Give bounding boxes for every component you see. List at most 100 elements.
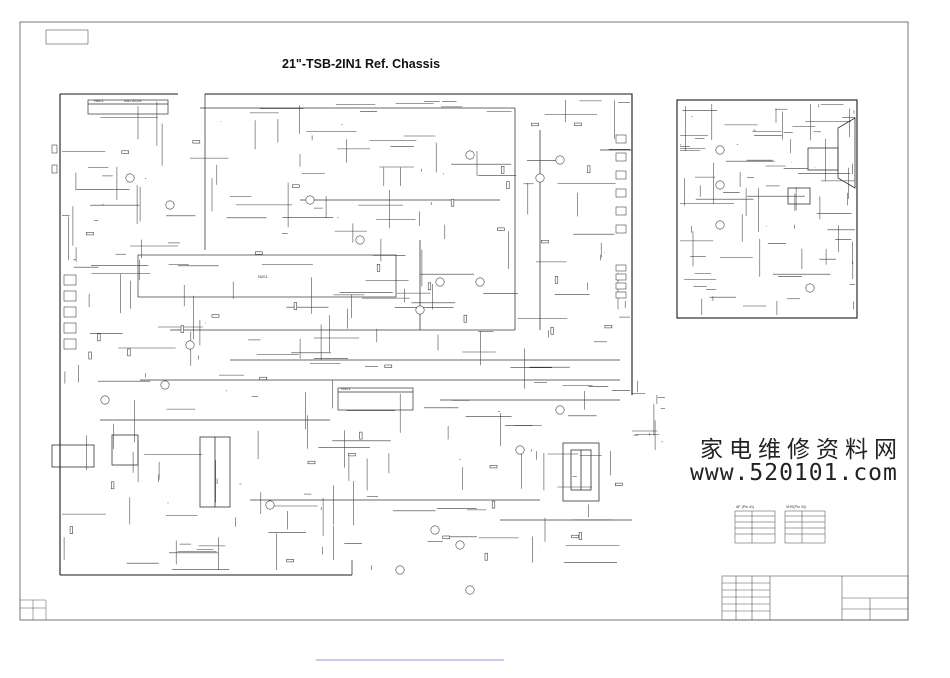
flyback-transformer	[562, 442, 600, 502]
transistor-symbol	[415, 305, 425, 315]
watermark-url: www.520101.com	[690, 460, 898, 486]
transistor-symbol	[535, 173, 545, 183]
resistor-symbol	[69, 526, 73, 534]
connector-pin	[615, 291, 627, 299]
resistor-symbol	[450, 198, 455, 207]
resistor-symbol	[442, 535, 450, 539]
resistor-symbol	[127, 348, 131, 357]
corner-cell	[45, 29, 89, 45]
connector-pin	[63, 290, 77, 302]
connector-pin	[615, 188, 627, 198]
main-ic-block	[137, 254, 397, 298]
transistor-symbol	[395, 565, 405, 575]
transistor-symbol	[160, 380, 170, 390]
diagram-title: 21"-TSB-2IN1 Ref. Chassis	[282, 57, 441, 71]
drawing-border	[19, 21, 909, 621]
resistor-symbol	[293, 302, 297, 310]
resistor-symbol	[384, 364, 393, 368]
transistor-symbol	[185, 340, 195, 350]
resistor-symbol	[255, 251, 263, 255]
resistor-symbol	[88, 351, 92, 360]
connector-pin	[615, 264, 627, 272]
crt-board-frame	[676, 99, 858, 319]
transistor-symbol	[100, 395, 110, 405]
connector-pin	[615, 134, 627, 144]
resistor-symbol	[292, 184, 300, 188]
connector-pin	[63, 338, 77, 350]
resistor-symbol	[554, 276, 559, 284]
main-ic-ref: N201	[258, 274, 268, 279]
resistor-symbol	[192, 140, 201, 144]
power-ic-block	[337, 387, 414, 411]
transistor-symbol	[465, 585, 475, 595]
transistor-symbol	[715, 220, 725, 230]
resistor-symbol	[489, 465, 498, 469]
resistor-symbol	[497, 227, 505, 231]
transistor-symbol	[355, 235, 365, 245]
title-block	[721, 575, 909, 621]
transistor-symbol	[265, 500, 275, 510]
resistor-symbol	[615, 482, 623, 486]
resistor-symbol	[531, 122, 539, 127]
resistor-symbol	[587, 165, 591, 174]
transistor-symbol	[125, 173, 135, 183]
audio-ic-ref: N601	[94, 98, 104, 103]
resistor-symbol	[550, 327, 554, 335]
resistor-symbol	[259, 376, 267, 381]
connector-pin	[615, 206, 627, 216]
resistor-symbol	[307, 460, 316, 465]
speaker-symbol	[51, 144, 58, 154]
af-table-title: AF (Pin 41)	[736, 505, 755, 509]
transistor-symbol	[305, 195, 315, 205]
transistor-symbol	[715, 180, 725, 190]
resistor-symbol	[574, 122, 582, 126]
transistor-symbol	[515, 445, 525, 455]
connector-pin	[615, 273, 627, 281]
transistor-symbol	[165, 200, 175, 210]
wiring-network	[62, 94, 855, 575]
watermark-chinese: 家电维修资料网	[700, 437, 903, 463]
resistor-symbol	[571, 534, 579, 539]
resistor-symbol	[180, 325, 184, 333]
crt-neck-symbol	[787, 117, 856, 205]
resistor-symbol	[286, 559, 294, 563]
transistor-symbol	[435, 277, 445, 287]
transistor-symbol	[555, 405, 565, 415]
switching-transformer	[51, 434, 231, 508]
connector-pin	[615, 152, 627, 162]
speaker-symbol	[51, 164, 58, 174]
resistor-symbol	[578, 532, 582, 540]
resistor-symbol	[121, 150, 129, 154]
af-table	[734, 510, 776, 544]
audio-ic-block	[87, 99, 169, 115]
resistor-symbol	[506, 181, 510, 189]
transistor-symbol	[465, 150, 475, 160]
main-board-frame	[59, 93, 633, 576]
resistor-symbol	[359, 431, 363, 440]
resistor-symbol	[211, 314, 220, 318]
vhs-table	[784, 510, 826, 544]
resistor-symbol	[86, 232, 94, 236]
resistor-symbol	[541, 240, 549, 244]
resistor-symbol	[501, 166, 505, 174]
power-ic-ref: N501	[341, 386, 351, 391]
connector-pin	[63, 306, 77, 318]
audio-ic-part: AN7522N	[124, 98, 142, 103]
resistor-symbol	[348, 453, 356, 457]
transistor-symbol	[715, 145, 725, 155]
transistor-symbol	[475, 277, 485, 287]
resistor-symbol	[376, 264, 381, 272]
transistor-symbol	[430, 525, 440, 535]
connector-pin	[63, 274, 77, 286]
component-symbols	[51, 122, 815, 595]
resistor-symbol	[604, 325, 613, 329]
resistor-symbol	[463, 314, 467, 323]
connector-pin	[615, 170, 627, 180]
transistor-symbol	[805, 283, 815, 293]
resistor-symbol	[427, 282, 432, 291]
vhs-table-title: VHS(Pin 33)	[786, 505, 806, 509]
resistor-symbol	[491, 500, 496, 509]
connector-pin	[63, 322, 77, 334]
